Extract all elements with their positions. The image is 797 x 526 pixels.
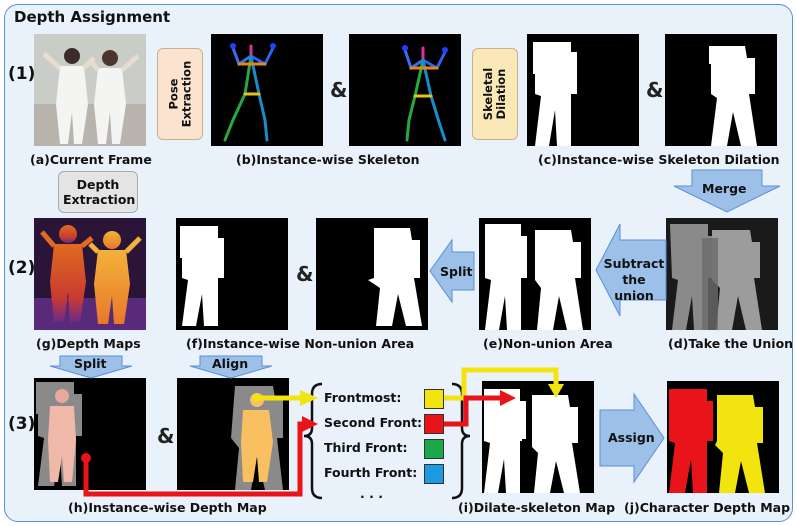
caption-f: (f)Instance-wise Non-union Area: [186, 336, 415, 351]
current-frame-photo: [34, 34, 146, 146]
legend-frontmost: Frontmost:: [324, 390, 402, 405]
caption-a: (a)Current Frame: [30, 152, 152, 167]
ampersand-1: &: [330, 78, 348, 102]
caption-j: (j)Character Depth Map: [624, 500, 791, 515]
subtract-label: Subtract the union: [603, 256, 665, 303]
caption-c: (c)Instance-wise Skeleton Dilation: [538, 152, 780, 167]
depth-maps-panel: [34, 218, 146, 330]
pose-extraction-box: Pose Extraction: [157, 48, 203, 140]
swatch-second-front: [424, 414, 444, 434]
legend-fourth-front: Fourth Front:: [324, 465, 418, 480]
row-label-3: (3): [8, 414, 36, 434]
caption-e: (e)Non-union Area: [483, 336, 613, 351]
swatch-frontmost: [424, 389, 444, 409]
dilation-panel-1: [527, 34, 639, 146]
split-label-down: Split: [74, 356, 107, 371]
skeleton-panel-1: [211, 34, 323, 146]
swatch-third-front: [424, 439, 444, 459]
row-label-2: (2): [8, 258, 36, 278]
skeleton-panel-2: [349, 34, 461, 146]
assign-label: Assign: [608, 430, 655, 445]
caption-i: (i)Dilate-skeleton Map: [458, 500, 616, 515]
pose-extraction-label: Pose Extraction: [166, 60, 194, 128]
union-panel: [666, 218, 778, 330]
ampersand-4: &: [157, 424, 175, 448]
legend-more: . . .: [360, 486, 383, 501]
caption-d: (d)Take the Union: [668, 336, 794, 351]
instance-depth-panel-1: [34, 378, 146, 490]
ampersand-2: &: [646, 78, 664, 102]
ampersand-3: &: [296, 262, 314, 286]
align-label: Align: [212, 356, 249, 371]
dilate-skeleton-panel: [482, 381, 594, 493]
instance-depth-panel-2: [177, 378, 289, 490]
row-label-1: (1): [8, 64, 36, 84]
diagram-title: Depth Assignment: [14, 8, 171, 26]
dilation-panel-2: [665, 34, 777, 146]
legend-second-front: Second Front:: [324, 415, 423, 430]
non-union-area-panel: [479, 218, 591, 330]
legend-third-front: Third Front:: [324, 440, 408, 455]
depth-extraction-box: Depth Extraction: [58, 171, 138, 213]
caption-h: (h)Instance-wise Depth Map: [68, 500, 267, 515]
skeletal-dilation-box: Skeletal Dilation: [472, 48, 518, 140]
non-union-panel-2: [316, 218, 428, 330]
swatch-fourth-front: [424, 464, 444, 484]
caption-b: (b)Instance-wise Skeleton: [236, 152, 420, 167]
non-union-panel-1: [176, 218, 288, 330]
character-depth-panel: [667, 381, 779, 493]
merge-label: Merge: [702, 181, 747, 196]
split-label-right: Split: [440, 264, 473, 279]
depth-extraction-label: Depth Extraction: [63, 177, 136, 207]
skeletal-dilation-label: Skeletal Dilation: [481, 67, 508, 121]
caption-g: (g)Depth Maps: [36, 336, 141, 351]
